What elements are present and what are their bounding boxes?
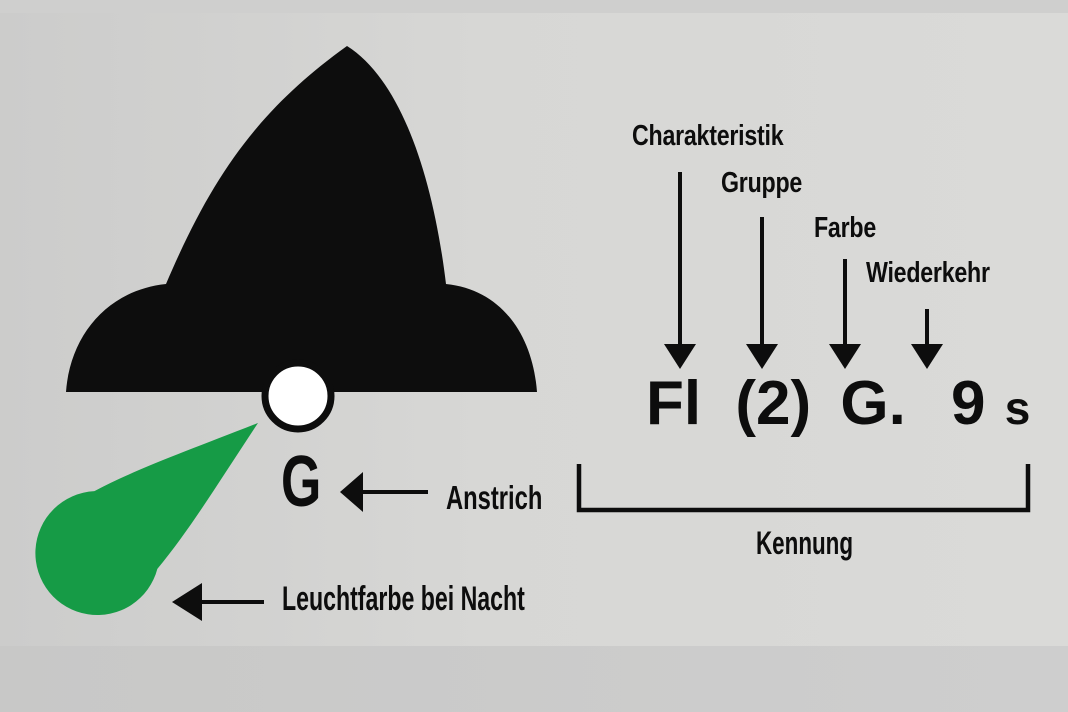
formula-characteristic: Fl: [646, 369, 702, 438]
arrow-down-charakteristik: [664, 172, 696, 369]
landmark-symbol: [66, 46, 537, 392]
background-band-bottom: [0, 646, 1068, 712]
formula-period: 9: [951, 369, 986, 438]
label-anstrich: Anstrich: [446, 479, 543, 516]
label-farbe: Farbe: [814, 212, 876, 244]
arrow-down-farbe: [829, 259, 861, 369]
arrow-down-gruppe: [746, 217, 778, 369]
arrow-head-icon: [911, 344, 943, 369]
light-characteristic-formula: Fl (2) G. 9 s: [646, 373, 1030, 435]
label-kennung: Kennung: [756, 525, 854, 561]
arrow-head-icon: [829, 344, 861, 369]
formula-group: (2): [735, 369, 812, 438]
arrow-left-anstrich: [340, 472, 428, 512]
arrow-head-icon: [340, 472, 363, 512]
arrow-down-wiederkehr: [911, 309, 943, 369]
label-leuchtfarbe-bei-nacht: Leuchtfarbe bei Nacht: [282, 580, 525, 618]
formula-unit: s: [1004, 382, 1031, 434]
arrow-left-leuchtfarbe: [172, 583, 264, 621]
formula-color: G.: [840, 369, 906, 438]
label-charakteristik: Charakteristik: [632, 120, 784, 152]
light-position-marker: [261, 359, 335, 433]
arrow-head-icon: [746, 344, 778, 369]
paint-color-letter: G: [281, 442, 322, 522]
kennung-bracket: [576, 464, 1031, 513]
label-wiederkehr: Wiederkehr: [866, 257, 990, 289]
arrow-head-icon: [664, 344, 696, 369]
arrow-head-icon: [172, 583, 202, 621]
light-sector-shape: [35, 423, 258, 615]
background-band-top: [0, 0, 1068, 13]
label-gruppe: Gruppe: [721, 167, 803, 199]
